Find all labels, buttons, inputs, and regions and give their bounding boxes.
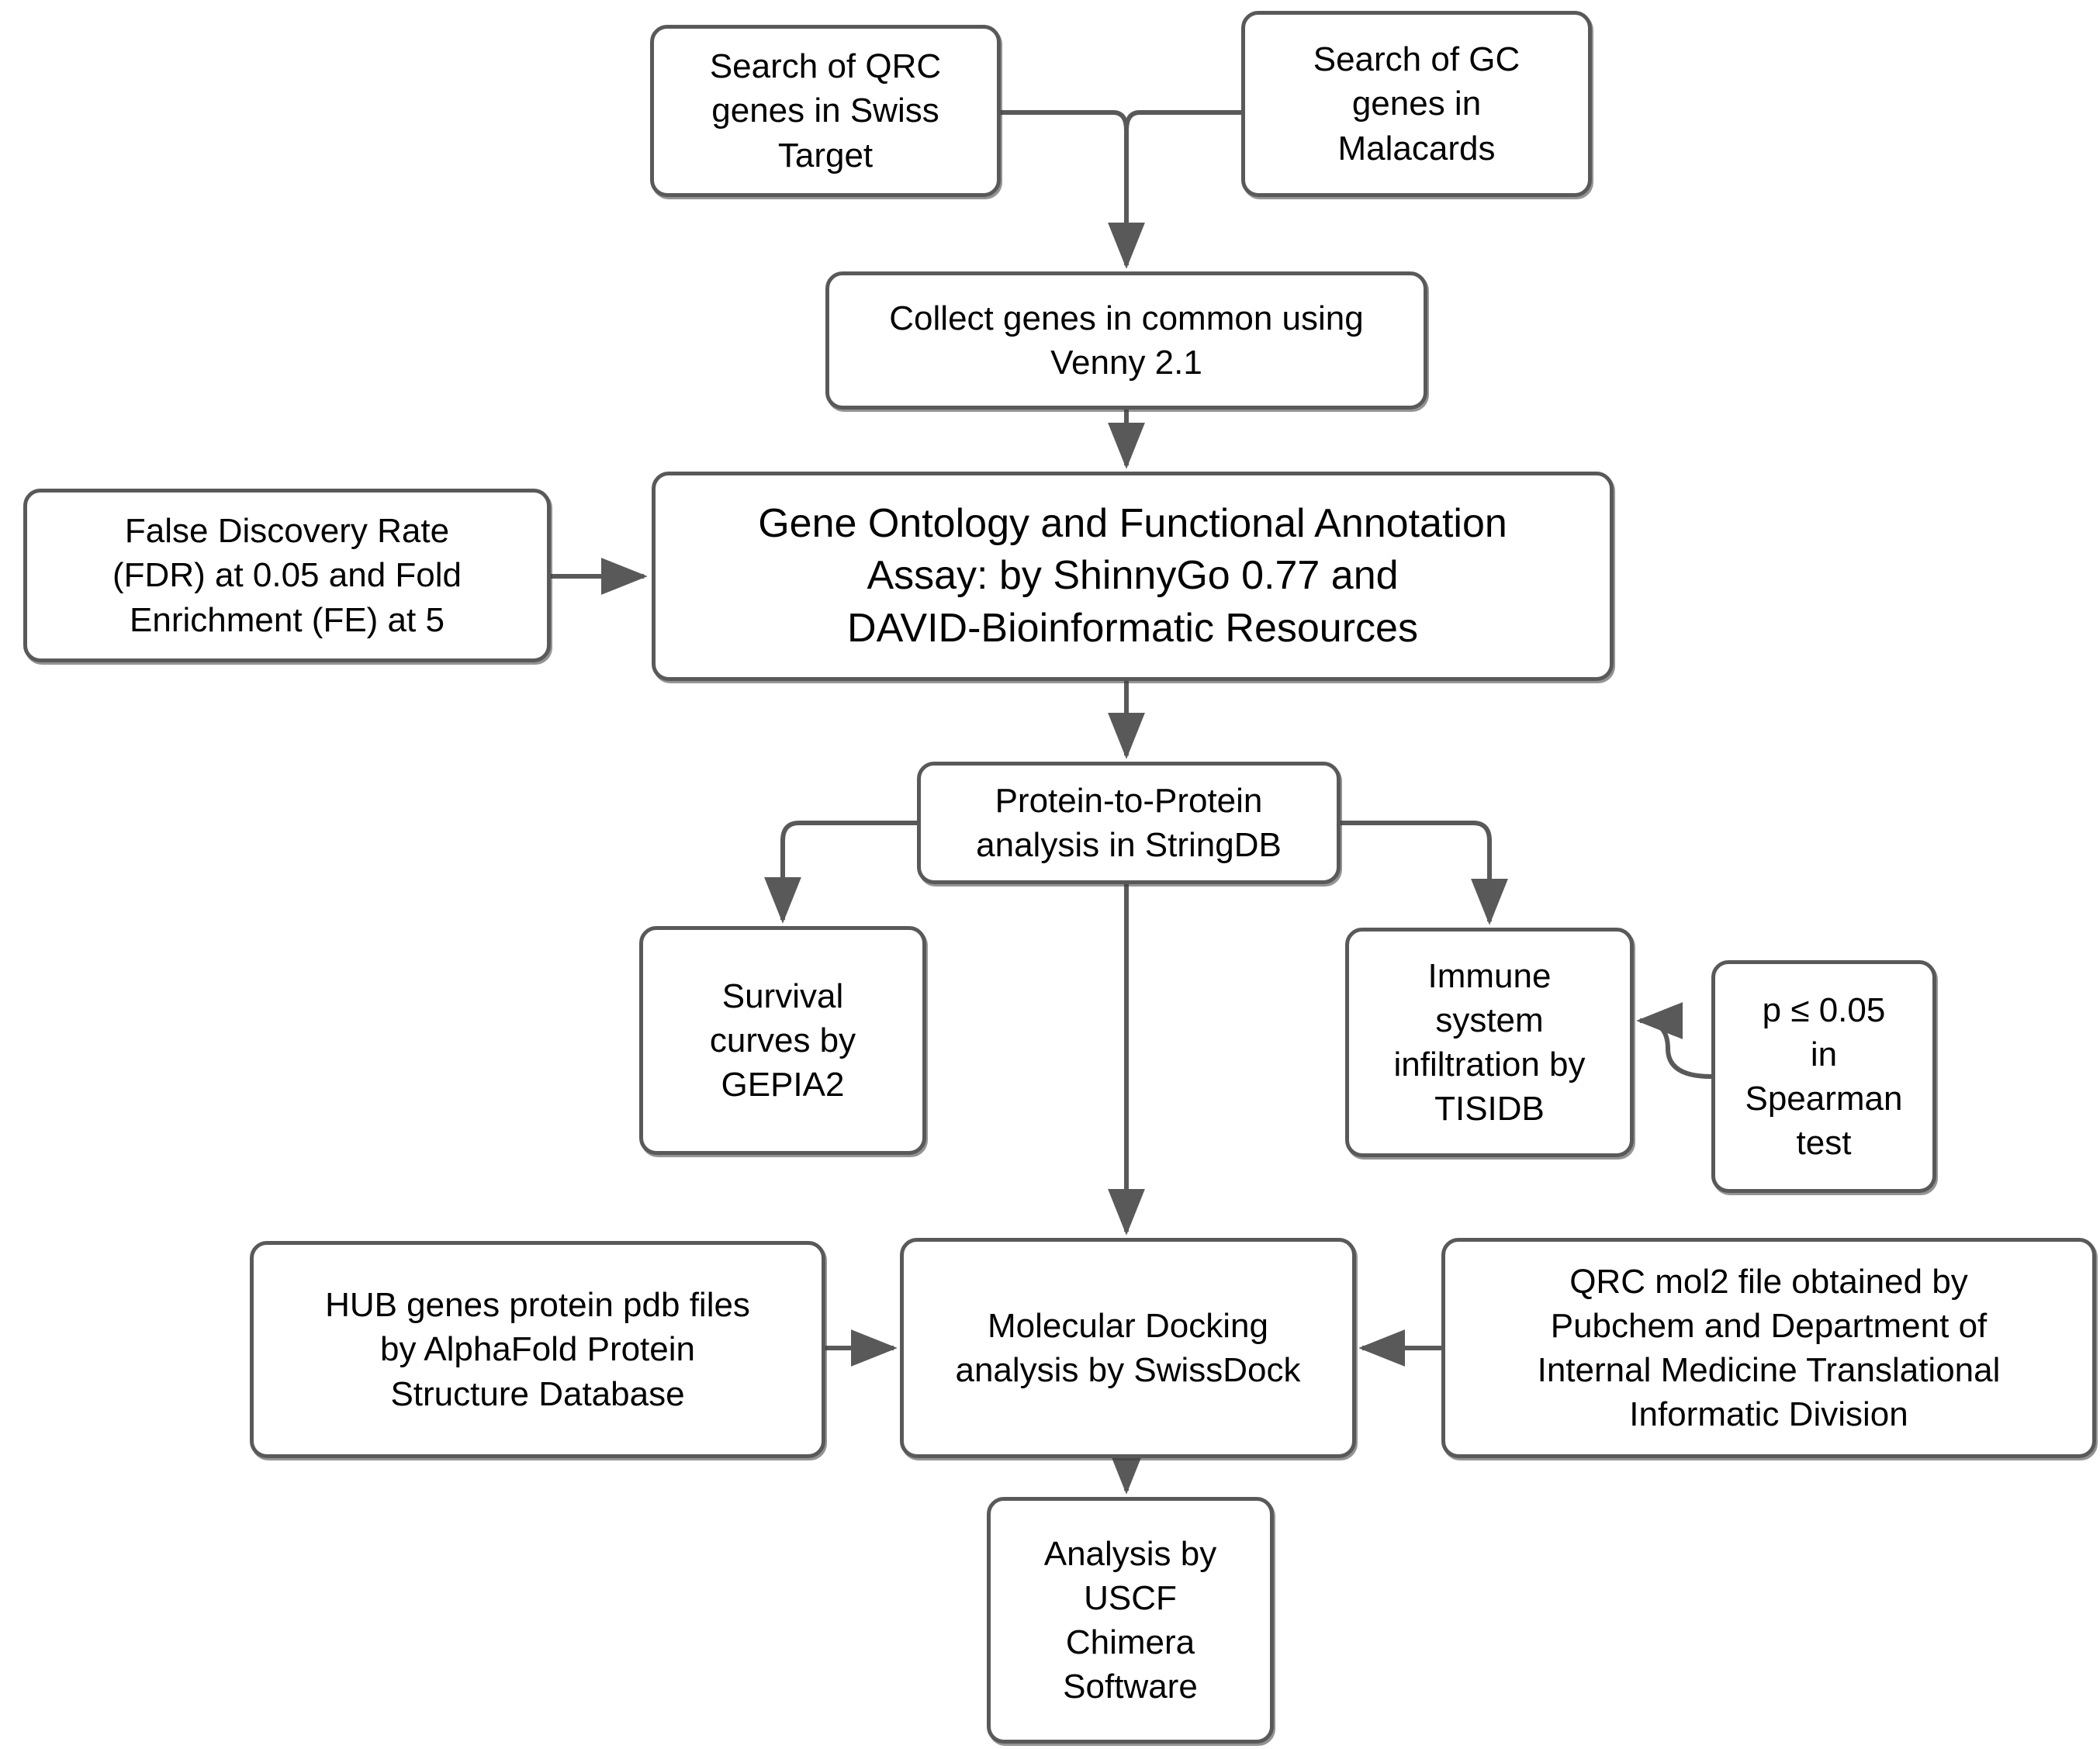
node-molecular-docking-swissdock[interactable]: Molecular Docking analysis by SwissDock <box>900 1238 1356 1458</box>
node-label: QRC mol2 file obtained by Pubchem and De… <box>1537 1262 2001 1434</box>
node-label: p ≤ 0.05 in Spearman test <box>1745 990 1903 1163</box>
node-label: Molecular Docking analysis by SwissDock <box>955 1306 1301 1389</box>
node-label: Gene Ontology and Functional Annotation … <box>758 500 1507 651</box>
node-label: Immune system infiltration by TISIDB <box>1393 956 1586 1129</box>
node-uscf-chimera-analysis[interactable]: Analysis by USCF Chimera Software <box>987 1497 1274 1744</box>
node-label: False Discovery Rate (FDR) at 0.05 and F… <box>112 512 462 639</box>
edge-spearman-to-tisidb <box>1636 1002 1712 1079</box>
node-alphafold-pdb-files[interactable]: HUB genes protein pdb files by AlphaFold… <box>250 1241 825 1458</box>
edge-stringdb-to-gepia2 <box>764 821 917 924</box>
node-gene-ontology-functional-annotation[interactable]: Gene Ontology and Functional Annotation … <box>652 472 1614 681</box>
node-label: Survival curves by GEPIA2 <box>709 976 856 1104</box>
node-search-qrc-swiss-target[interactable]: Search of QRC genes in Swiss Target <box>650 25 1001 197</box>
node-label: Protein-to-Protein analysis in StringDB <box>976 781 1282 864</box>
node-label: Analysis by USCF Chimera Software <box>1043 1534 1217 1706</box>
node-immune-infiltration-tisidb[interactable]: Immune system infiltration by TISIDB <box>1345 928 1634 1157</box>
node-spearman-pvalue[interactable]: p ≤ 0.05 in Spearman test <box>1711 960 1936 1193</box>
node-survival-curves-gepia2[interactable]: Survival curves by GEPIA2 <box>639 926 926 1155</box>
node-label: Search of GC genes in Malacards <box>1313 40 1521 168</box>
node-search-gc-malacards[interactable]: Search of GC genes in Malacards <box>1241 11 1592 197</box>
node-label: Search of QRC genes in Swiss Target <box>709 47 942 175</box>
node-qrc-mol2-pubchem[interactable]: QRC mol2 file obtained by Pubchem and De… <box>1441 1238 2096 1458</box>
edge-stringdb-to-tisidb <box>1341 821 1508 925</box>
edge-swiss-target-to-venny <box>1001 110 1145 269</box>
node-label: HUB genes protein pdb files by AlphaFold… <box>325 1286 750 1413</box>
edge-malacards-to-venny <box>1124 110 1241 265</box>
node-fdr-fold-enrichment[interactable]: False Discovery Rate (FDR) at 0.05 and F… <box>23 489 551 662</box>
node-collect-genes-venny[interactable]: Collect genes in common using Venny 2.1 <box>825 271 1427 410</box>
node-protein-to-protein-stringdb[interactable]: Protein-to-Protein analysis in StringDB <box>917 762 1341 884</box>
node-label: Collect genes in common using Venny 2.1 <box>889 299 1364 382</box>
